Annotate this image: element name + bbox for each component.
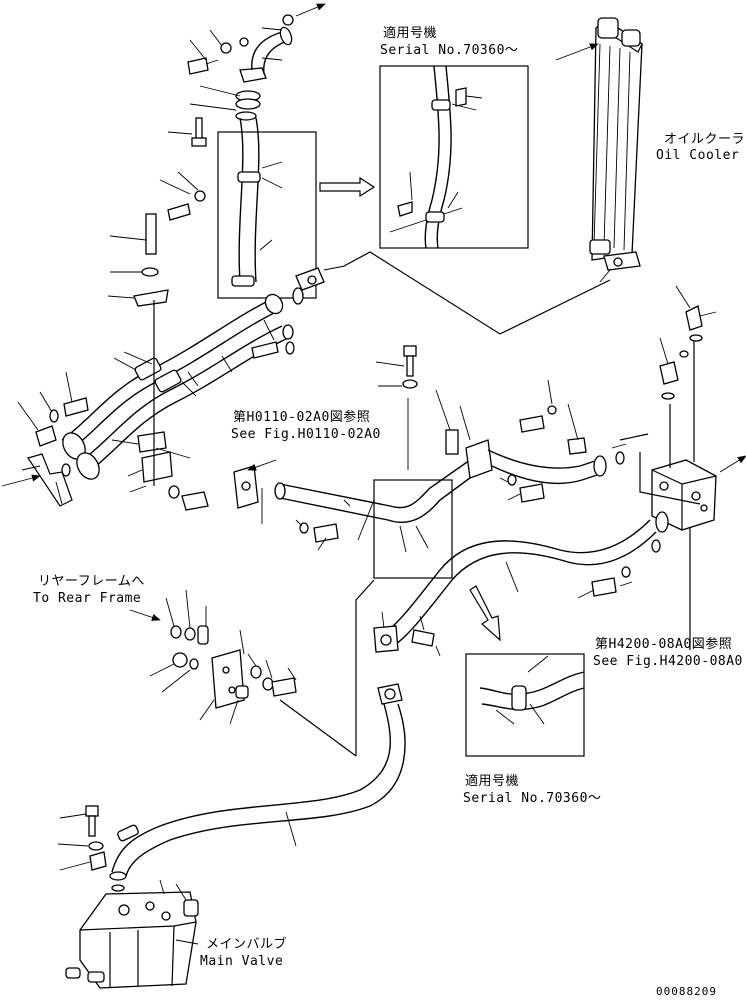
- lower-hose: [57, 683, 406, 881]
- drawing-number: 00088209: [656, 985, 717, 998]
- lower-left-cluster: [129, 589, 297, 725]
- detail-box-bottom: [465, 653, 585, 757]
- ref-h4200-label-jp: 第H4200-08A0図参照: [595, 637, 733, 652]
- rear-frame-label-jp: リヤーフレームへ: [38, 574, 145, 589]
- main-valve: [65, 879, 199, 989]
- detail-box-top: [379, 65, 529, 249]
- right-valve-block: [619, 285, 746, 650]
- twin-hoses: [61, 265, 346, 480]
- hose-bracket: [111, 300, 209, 511]
- rear-frame-label-en: To Rear Frame: [33, 591, 142, 606]
- main-valve-label-jp: メインバルブ: [206, 937, 288, 952]
- serial-top-label-jp: 適用号機: [383, 26, 438, 41]
- oil-cooler-label-jp: オイルクーラ: [664, 132, 746, 147]
- oil-cooler-label-en: Oil Cooler: [656, 148, 740, 163]
- ref-h0110-label-en: See Fig.H0110-02A0: [231, 427, 381, 442]
- left-fittings: [1, 371, 89, 507]
- ref-h4200-label-en: See Fig.H4200-08A0: [593, 654, 743, 669]
- long-tube: [373, 511, 669, 657]
- ref-h0110-label-jp: 第H0110-02A0図参照: [233, 410, 371, 425]
- center-bolt: [375, 345, 418, 389]
- oil-cooler: [555, 17, 643, 283]
- main-valve-label-en: Main Valve: [200, 954, 284, 969]
- top-elbow-assembly: [187, 3, 326, 83]
- center-tube: [233, 379, 627, 579]
- serial-bottom-label-jp: 適用号機: [465, 774, 520, 789]
- serial-bottom-label-en: Serial No.70360～: [463, 791, 602, 806]
- serial-top-label-en: Serial No.70360～: [380, 43, 519, 58]
- left-bolts: [107, 117, 207, 307]
- upper-hose-assembly: [189, 85, 376, 299]
